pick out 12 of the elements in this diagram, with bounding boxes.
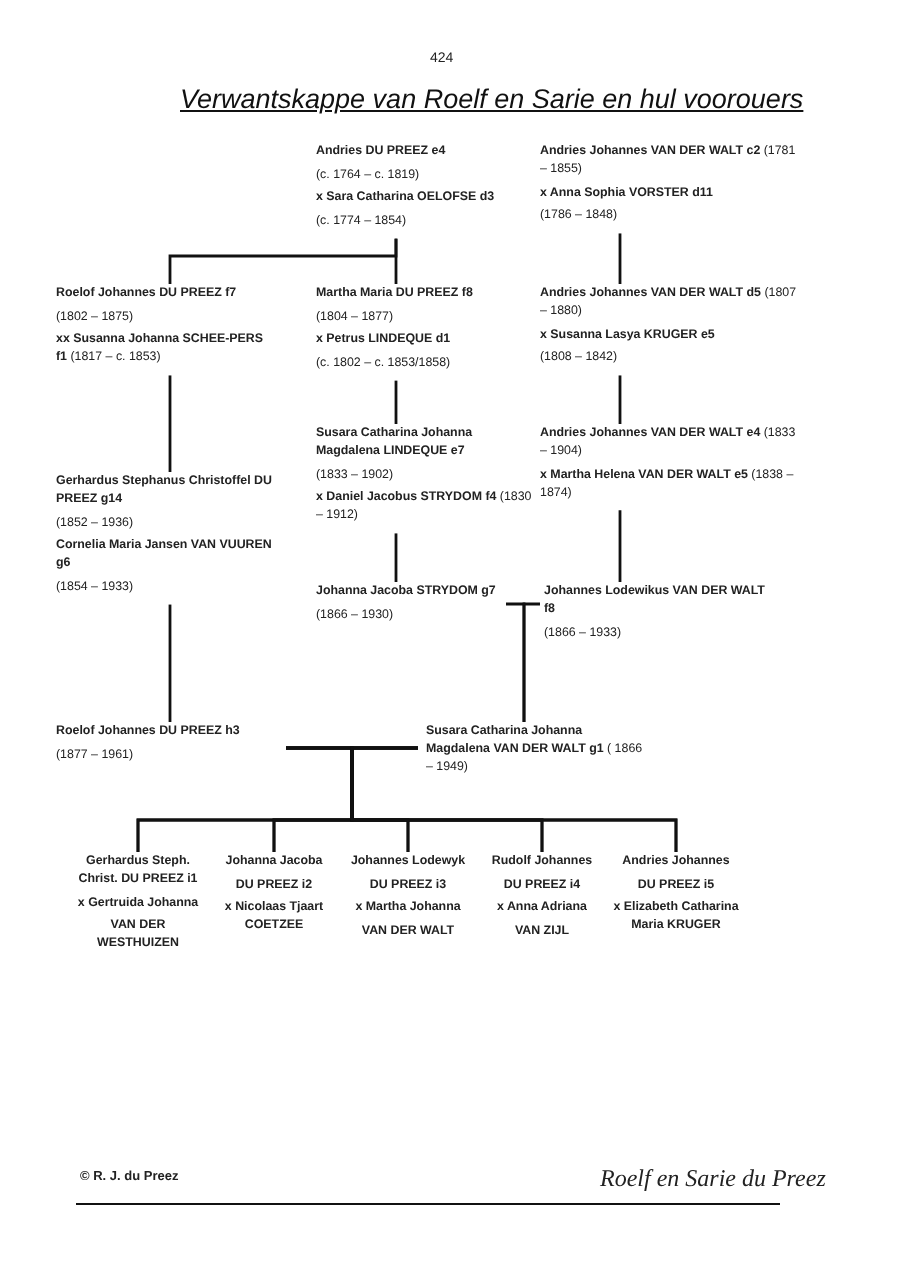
family-line <box>394 533 398 582</box>
family-line <box>350 746 678 852</box>
footer-title: Roelf en Sarie du Preez <box>600 1164 826 1194</box>
family-line <box>394 238 398 284</box>
family-line <box>618 375 622 424</box>
family-line <box>394 380 398 424</box>
family-line <box>618 233 622 284</box>
family-line <box>618 510 622 582</box>
family-line <box>168 375 172 472</box>
family-line <box>522 602 540 722</box>
family-line <box>168 604 172 722</box>
page-title: Verwantskappe van Roelf en Sarie en hul voorouers <box>180 84 804 114</box>
